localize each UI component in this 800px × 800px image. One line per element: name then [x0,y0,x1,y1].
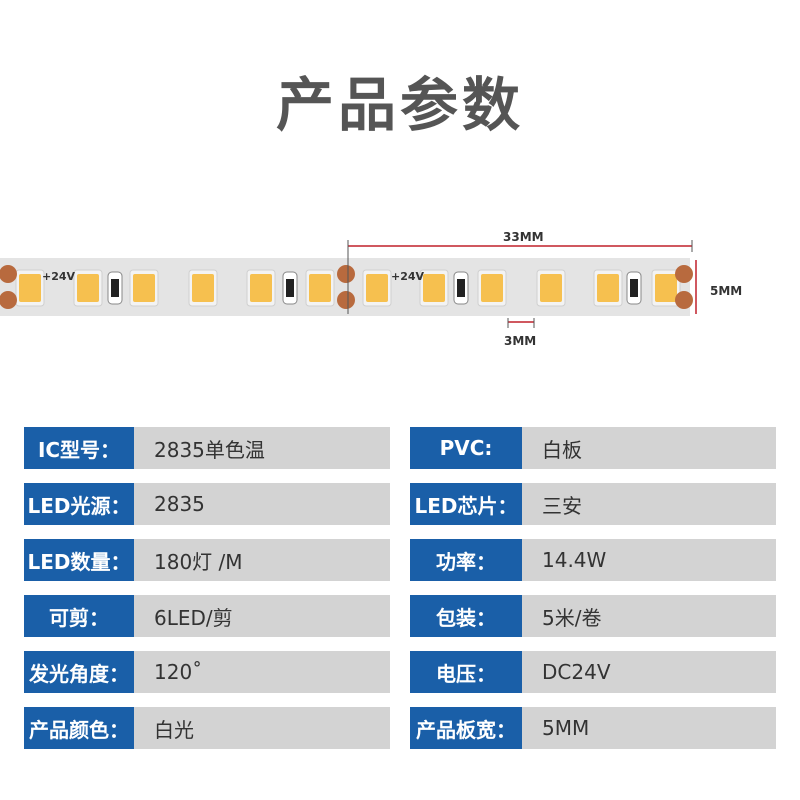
length-dimension-label: 33MM [503,230,544,244]
spec-value: 三安 [522,483,776,525]
copper-pad [675,265,693,283]
spec-key: 功率： [410,539,522,581]
spec-value: 2835 [134,483,390,525]
spec-value: 白光 [134,707,390,749]
resistor-body [457,279,465,297]
spec-row: 产品颜色： 白光 产品板宽： 5MM [24,707,776,749]
led-chip [77,274,99,302]
led-chip [540,274,562,302]
led-strip-diagram: +24V +24V 33MM 3MM 5MM [0,222,800,362]
led-chip [423,274,445,302]
led-chip [655,274,677,302]
spec-key: PVC: [410,427,522,469]
spec-row: LED光源： 2835 LED芯片： 三安 [24,483,776,525]
spec-key: 可剪： [24,595,134,637]
spec-value: 2835单色温 [134,427,390,469]
led-chip [597,274,619,302]
resistor-body [111,279,119,297]
spec-value: 180灯 /M [134,539,390,581]
spec-key: LED光源： [24,483,134,525]
spec-key: 包装： [410,595,522,637]
resistor-body [286,279,294,297]
spec-value: 5米/卷 [522,595,776,637]
led-strip-illustration: +24V +24V [0,240,697,328]
led-chip [250,274,272,302]
polarity-label: +24V [391,270,425,283]
copper-pad [0,291,17,309]
led-chip [366,274,388,302]
led-chip [19,274,41,302]
spec-key: 电压： [410,651,522,693]
spec-row: IC型号： 2835单色温 PVC: 白板 [24,427,776,469]
width-dimension-label: 5MM [710,284,743,298]
polarity-label: +24V [42,270,76,283]
spec-key: IC型号： [24,427,134,469]
copper-pad [0,265,17,283]
spec-value: DC24V [522,651,776,693]
spec-key: LED芯片： [410,483,522,525]
led-chip [133,274,155,302]
spec-key: 产品板宽： [410,707,522,749]
spec-value: 120˚ [134,651,390,693]
copper-pad [337,291,355,309]
spec-key: LED数量： [24,539,134,581]
resistor-body [630,279,638,297]
spec-value: 6LED/剪 [134,595,390,637]
spec-row: LED数量： 180灯 /M 功率： 14.4W [24,539,776,581]
copper-pad [337,265,355,283]
spec-key: 产品颜色： [24,707,134,749]
cut-pad-dimension-label: 3MM [504,334,537,348]
spec-key: 发光角度： [24,651,134,693]
page-title: 产品参数 [275,71,524,139]
spec-value: 14.4W [522,539,776,581]
spec-row: 可剪： 6LED/剪 包装： 5米/卷 [24,595,776,637]
spec-row: 发光角度： 120˚ 电压： DC24V [24,651,776,693]
led-chip [481,274,503,302]
copper-pad [675,291,693,309]
spec-value: 5MM [522,707,776,749]
led-chip [309,274,331,302]
led-chip [192,274,214,302]
spec-value: 白板 [522,427,776,469]
